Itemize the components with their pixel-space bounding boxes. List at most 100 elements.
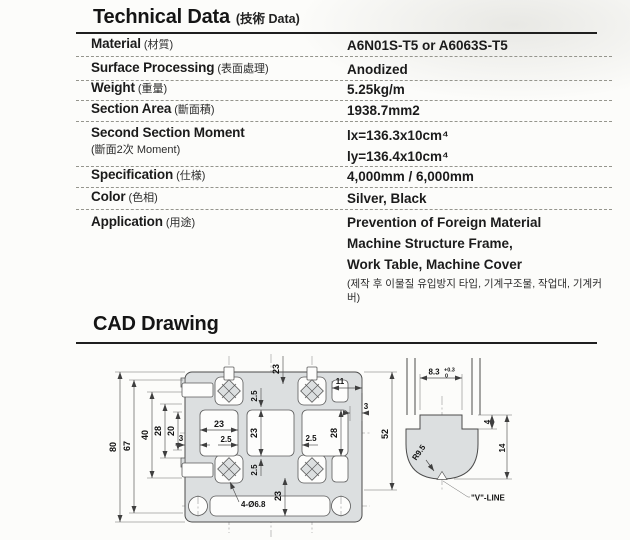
row-label-note: (重量): [137, 83, 168, 95]
row-label: Section Area: [91, 101, 172, 116]
application-line: Work Table, Machine Cover: [347, 256, 523, 272]
row-label-note: (仕様): [176, 170, 206, 182]
application-korean-note: (제작 후 이물질 유입방지 타입, 기계구조물, 작업대, 기계커버): [347, 278, 602, 304]
dim-label-2-5-left: 2.5: [220, 435, 232, 444]
table-row-surface-processing: Surface Processing(表面處理) Anodized: [76, 57, 612, 81]
table-row-specification: Specification(仕様) 4,000mm / 6,000mm: [76, 167, 612, 188]
row-value: 5.25kg/m: [347, 82, 405, 97]
row-value: Anodized: [347, 62, 408, 77]
moment-iy-value: ly=136.4x10cm⁴: [347, 149, 449, 164]
dim-tolerance-upper: +0.3: [444, 368, 455, 374]
side-slot-opening: [181, 462, 214, 478]
cad-drawing-title-text: CAD Drawing: [93, 313, 219, 335]
dim-label-28-right: 28: [329, 428, 339, 438]
vline-leader: [442, 480, 470, 498]
technical-data-title-text: Technical Data: [93, 6, 230, 28]
moment-ix-value: lx=136.3x10cm⁴: [347, 128, 449, 143]
dim-label-80: 80: [108, 442, 118, 452]
technical-data-table: Material(材質) A6N01S-T5 or A6063S-T5 Surf…: [76, 34, 612, 310]
row-label-note: (表面處理): [217, 63, 269, 75]
dim-label-23-center: 23: [249, 428, 259, 438]
row-value: lx=136.3x10cm⁴ ly=136.4x10cm⁴: [347, 125, 612, 167]
table-row-application: Application(用途) Prevention of Foreign Ma…: [76, 210, 612, 310]
row-label-cell: Weight(重量): [76, 79, 347, 97]
screw-boss: [217, 457, 241, 481]
application-line: Prevention of Foreign Material: [347, 215, 542, 230]
dim-label-4: 4: [483, 419, 492, 424]
application-line: Machine Structure Frame,: [347, 235, 513, 251]
cad-detail-view: 8.3 +0.3 0 4 14 R9.5 "V"-LINE: [405, 358, 512, 503]
row-label: Application: [91, 214, 163, 229]
row-label-cell: Surface Processing(表面處理): [76, 59, 347, 77]
hole-crosshair: [197, 495, 342, 517]
side-cavity: [301, 409, 349, 457]
dim-label-2-5-top: 2.5: [250, 390, 259, 402]
dim-label-28: 28: [153, 426, 163, 436]
row-value: 1938.7mm2: [347, 103, 420, 118]
vline-label: "V"-LINE: [471, 494, 505, 503]
row-label: Material: [91, 36, 141, 51]
table-row-second-section-moment: Second Section Moment (斷面2次 Moment) lx=1…: [76, 122, 612, 167]
row-label-cell: Application(用途): [76, 213, 347, 231]
row-label-note: (色相): [128, 192, 158, 204]
dim-label-2-5-right: 2.5: [305, 434, 317, 443]
table-row-weight: Weight(重量) 5.25kg/m: [76, 79, 612, 101]
side-slot-opening: [181, 382, 214, 398]
technical-data-title-note: (技術 Data): [235, 12, 300, 26]
row-value: Prevention of Foreign Material Machine S…: [347, 213, 612, 305]
dim-label-23-top: 23: [271, 364, 281, 374]
screw-boss: [300, 457, 324, 481]
cad-drawing: 80 67 40 28 20 52 11 3 28 23 2.5 23 2.5: [108, 354, 512, 537]
row-label-note: (斷面積): [174, 104, 215, 116]
cad-main-view: 80 67 40 28 20 52 11 3 28 23 2.5 23 2.5: [108, 354, 397, 537]
row-label-cell: Material(材質): [76, 35, 347, 53]
boss-cross: [304, 383, 320, 399]
v-groove: [436, 470, 448, 480]
dim-label-14: 14: [498, 443, 507, 452]
row-label: Second Section Moment: [91, 125, 245, 140]
cad-drawing-title: CAD Drawing: [93, 313, 219, 336]
dim-label-23-left: 23: [214, 419, 224, 429]
title-rule: [76, 31, 597, 34]
row-label: Weight: [91, 80, 135, 95]
dim-label-8-3: 8.3: [428, 368, 440, 377]
holes-leader: [229, 481, 240, 503]
table-row-color: Color(色相) Silver, Black: [76, 188, 612, 210]
dim-label-67: 67: [122, 441, 132, 451]
side-cavity: [199, 409, 239, 457]
screw-boss: [217, 379, 241, 403]
dim-label-40: 40: [140, 430, 150, 440]
extension-lines: [419, 374, 512, 480]
table-row-section-area: Section Area(斷面積) 1938.7mm2: [76, 101, 612, 122]
technical-data-title: Technical Data (技術 Data): [93, 6, 300, 29]
row-label-cell: Section Area(斷面積): [76, 100, 347, 118]
holes-label: 4-Ø6.8: [241, 500, 266, 509]
dim-label-3: 3: [364, 402, 369, 411]
row-value: 4,000mm / 6,000mm: [347, 169, 474, 184]
top-slot-opening: [223, 366, 235, 381]
row-label: Specification: [91, 167, 174, 182]
dim-label-52: 52: [380, 429, 390, 439]
dim-tolerance-lower: 0: [445, 374, 448, 380]
detail-wall-lines: [406, 358, 481, 415]
row-label-cell: Specification(仕様): [76, 166, 347, 184]
row-label: Surface Processing: [91, 60, 215, 75]
screw-boss: [300, 379, 324, 403]
dim-label-2-5-bottom: 2.5: [250, 464, 259, 476]
boss-cross: [304, 461, 320, 477]
corner-cavity: [331, 455, 349, 483]
row-label-note: (材質): [143, 39, 174, 51]
table-row-material: Material(材質) A6N01S-T5 or A6063S-T5: [76, 34, 612, 57]
row-label-note: (斷面2次 Moment): [91, 144, 181, 156]
radius-leader: [425, 459, 435, 472]
dim-label-20: 20: [166, 426, 176, 436]
boss-cross: [221, 461, 237, 477]
row-value: Silver, Black: [347, 191, 427, 206]
row-label: Color: [91, 189, 126, 204]
boss-cross: [221, 383, 237, 399]
row-label-note: (用途): [165, 217, 196, 229]
base-cavity: [209, 495, 331, 517]
row-label-cell: Second Section Moment (斷面2次 Moment): [76, 125, 347, 157]
top-slot-opening: [306, 366, 318, 381]
